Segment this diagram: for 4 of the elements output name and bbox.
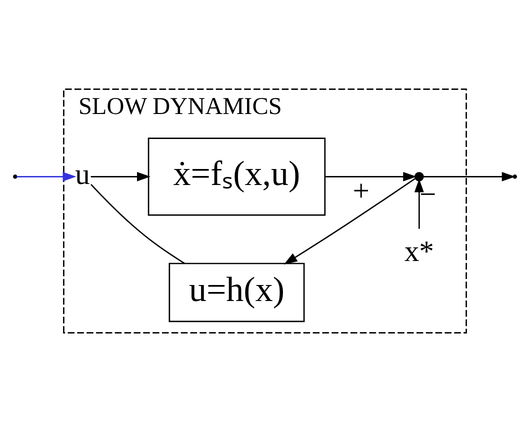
edge-label: +	[352, 174, 370, 207]
edge-label: −	[420, 178, 436, 210]
node-text: u	[75, 158, 90, 191]
node-text: x*	[404, 235, 434, 268]
